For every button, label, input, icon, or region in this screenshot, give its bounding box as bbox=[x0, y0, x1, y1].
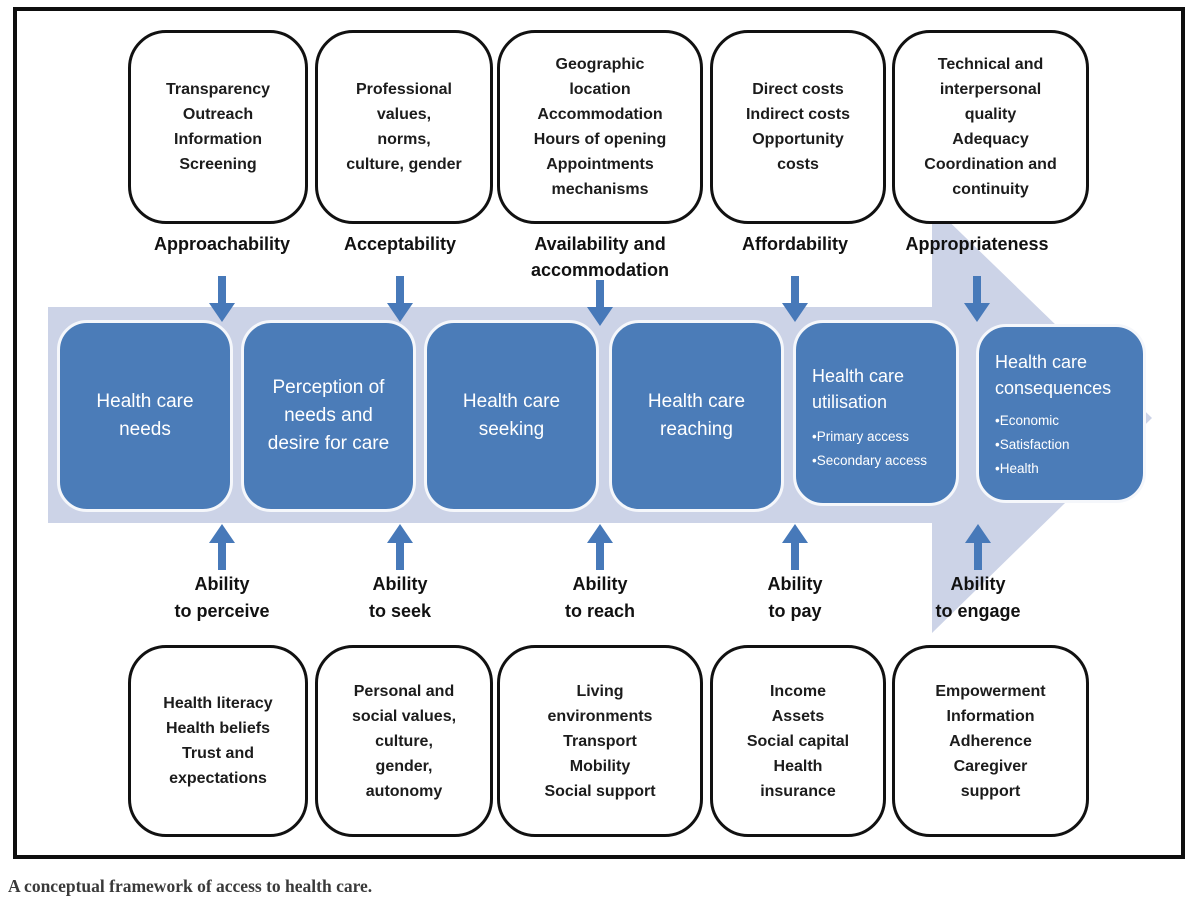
stage-bullet: •Economic bbox=[995, 413, 1059, 428]
dimension-label-acceptability: Acceptability bbox=[343, 234, 457, 254]
up-arrow-icon bbox=[387, 524, 413, 570]
supply-box-availability: Geographic location Accommodation Hours … bbox=[497, 30, 703, 224]
demand-box-engage: Empowerment Information Adherence Caregi… bbox=[892, 645, 1089, 837]
supply-box-affordability: Direct costs Indirect costs Opportunity … bbox=[710, 30, 886, 224]
figure-caption: A conceptual framework of access to heal… bbox=[8, 876, 373, 896]
up-arrow-icon bbox=[209, 524, 235, 570]
stage-health-care-consequences: Health care consequences •Economic •Sati… bbox=[976, 324, 1146, 503]
up-arrow-icon bbox=[587, 524, 613, 570]
stage-title: Health care consequences bbox=[995, 352, 1112, 398]
demand-box-seek: Personal and social values, culture, gen… bbox=[315, 645, 493, 837]
dimension-label-availability: Availability and accommodation bbox=[530, 234, 670, 280]
demand-box-reach: Living environments Transport Mobility S… bbox=[497, 645, 703, 837]
down-arrow-icon bbox=[964, 276, 990, 322]
stage-bullet: •Health bbox=[995, 461, 1039, 476]
dimension-label-approachability: Approachability bbox=[153, 234, 291, 254]
ability-label-pay: Ability to pay bbox=[767, 574, 823, 621]
stage-bullet: •Satisfaction bbox=[995, 437, 1070, 452]
stage-health-care-seeking: Health care seeking bbox=[424, 320, 599, 512]
stage-health-care-utilisation: Health care utilisation •Primary access … bbox=[793, 320, 959, 506]
stage-bullet: •Secondary access bbox=[812, 453, 928, 468]
ability-label-engage: Ability to engage bbox=[935, 574, 1021, 621]
down-arrow-icon bbox=[782, 276, 808, 322]
down-arrow-icon bbox=[209, 276, 235, 322]
stage-perception-of-needs: Perception of needs and desire for care bbox=[241, 320, 416, 512]
up-arrow-icon bbox=[965, 524, 991, 570]
ability-label-seek: Ability to seek bbox=[368, 574, 432, 621]
down-arrow-icon bbox=[387, 276, 413, 322]
dimension-label-affordability: Affordability bbox=[742, 234, 848, 254]
supply-box-appropriateness: Technical and interpersonal quality Adeq… bbox=[892, 30, 1089, 224]
demand-box-perceive: Health literacy Health beliefs Trust and… bbox=[128, 645, 308, 837]
up-arrow-icon bbox=[782, 524, 808, 570]
supply-box-acceptability: Professional values, norms, culture, gen… bbox=[315, 30, 493, 224]
ability-label-perceive: Ability to perceive bbox=[174, 574, 270, 621]
demand-box-pay: Income Assets Social capital Health insu… bbox=[710, 645, 886, 837]
supply-box-approachability: Transparency Outreach Information Screen… bbox=[128, 30, 308, 224]
dimension-label-appropriateness: Appropriateness bbox=[905, 234, 1049, 254]
stage-health-care-needs: Health care needs bbox=[57, 320, 233, 512]
stage-health-care-reaching: Health care reaching bbox=[609, 320, 784, 512]
ability-label-reach: Ability to reach bbox=[564, 574, 636, 621]
stage-bullet: •Primary access bbox=[812, 429, 909, 444]
stage-title: Health care utilisation bbox=[812, 366, 905, 412]
down-arrow-icon bbox=[587, 280, 613, 326]
